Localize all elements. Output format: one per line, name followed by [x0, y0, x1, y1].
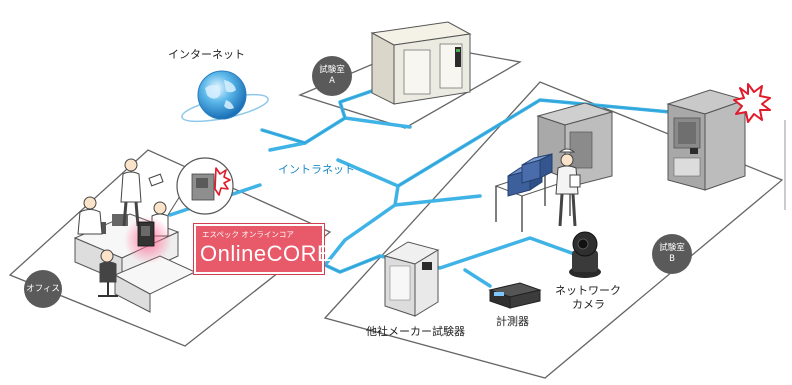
instrument-label: 計測器	[496, 315, 529, 328]
instrument-icon	[488, 282, 542, 309]
camera-label-line2: カメラ	[572, 298, 605, 311]
test-units-icon	[507, 153, 553, 197]
lab-b-badge: 試験室 B	[652, 234, 692, 274]
pc-glow-icon	[124, 216, 172, 264]
alert-callout-icon	[167, 157, 234, 216]
lab-b-label-line2: B	[669, 254, 675, 264]
lab-a-chamber-icon	[370, 21, 472, 105]
network-camera-icon	[569, 231, 601, 278]
internet-globe-icon	[181, 70, 269, 123]
lab-a-label-line2: A	[329, 76, 335, 86]
lab-b-chamber-icon	[666, 89, 747, 191]
other-tester-label: 他社メーカー試験器	[366, 325, 465, 338]
office-label: オフィス	[26, 283, 60, 294]
lab-a-label-line1: 試験室	[319, 65, 345, 75]
intranet-label: イントラネット	[278, 163, 355, 176]
lab-b-label-line1: 試験室	[659, 243, 685, 253]
office-people-icon	[77, 158, 169, 297]
onlinecore-badge: エスペック オンラインコア OnlineCORE	[194, 224, 332, 274]
alert-burst-icon	[733, 83, 771, 123]
lab-a-badge: 試験室 A	[312, 56, 352, 96]
onlinecore-logo-text: OnlineCORE	[200, 241, 333, 266]
onlinecore-subtitle: エスペック オンラインコア	[202, 230, 294, 239]
camera-label-line1: ネットワーク	[555, 284, 621, 297]
office-badge: オフィス	[24, 270, 62, 308]
internet-label: インターネット	[168, 48, 245, 61]
technician-person-icon	[555, 148, 581, 227]
other-tester-icon	[383, 241, 440, 317]
